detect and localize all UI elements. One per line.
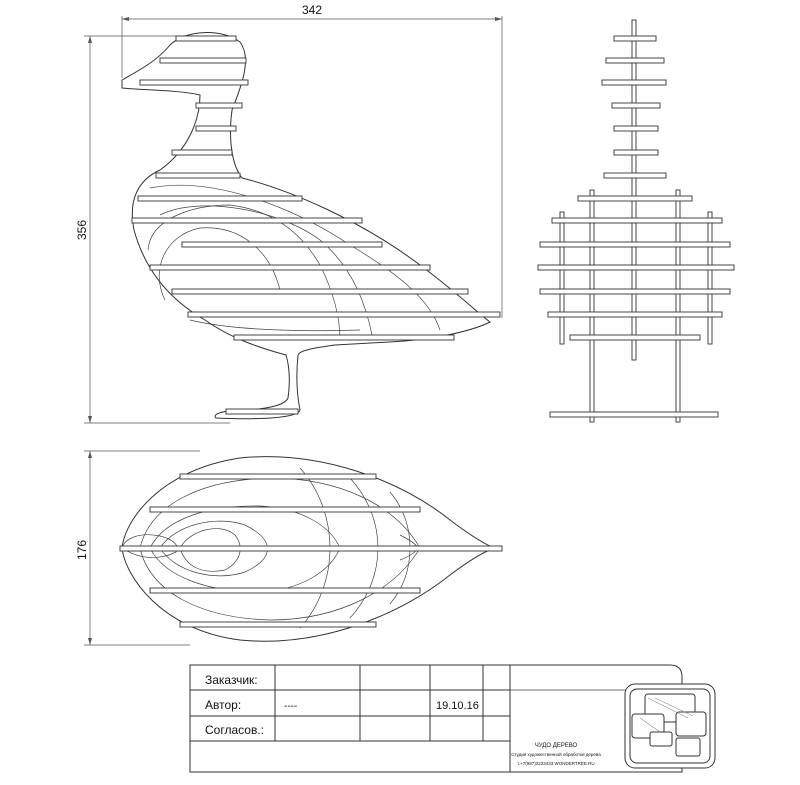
customer-label: Заказчик: [205, 673, 258, 687]
goose-inner-curve [159, 205, 373, 336]
width-dimension-label: 342 [302, 3, 322, 17]
goose-inner-curve [189, 319, 361, 332]
top-view: 176 [75, 450, 503, 646]
company-name: ЧУДО ДЕРЕВО [535, 743, 578, 749]
title-block: Заказчик: Автор: ---- 19.10.16 Согласов.… [189, 664, 716, 773]
height-dimension: 356 [75, 35, 230, 424]
approved-label: Согласов.: [205, 723, 264, 737]
front-slats [537, 35, 735, 418]
company-contacts: т.+7(987)2233433 WONDERTREE.RU [517, 761, 594, 766]
goose-inner-curve [147, 204, 341, 341]
width-dimension: 342 [121, 3, 503, 318]
front-spine [631, 19, 637, 361]
front-view [537, 19, 735, 423]
depth-dimension-label: 176 [75, 540, 89, 560]
goose-inner-curve [158, 227, 281, 301]
company-logo [624, 683, 716, 769]
goose-inner-curve [149, 184, 441, 331]
author-value: ---- [284, 701, 297, 712]
company-description: Студия художественной обработки дерева [511, 751, 601, 757]
side-view: 342 356 [75, 3, 503, 424]
height-dimension-label: 356 [75, 220, 89, 240]
depth-dimension: 176 [75, 450, 200, 646]
top-slats [119, 473, 503, 628]
side-slats [131, 35, 501, 415]
author-label: Автор: [205, 698, 241, 712]
goose-side-outline [121, 32, 491, 420]
date-value: 19.10.16 [436, 700, 479, 712]
